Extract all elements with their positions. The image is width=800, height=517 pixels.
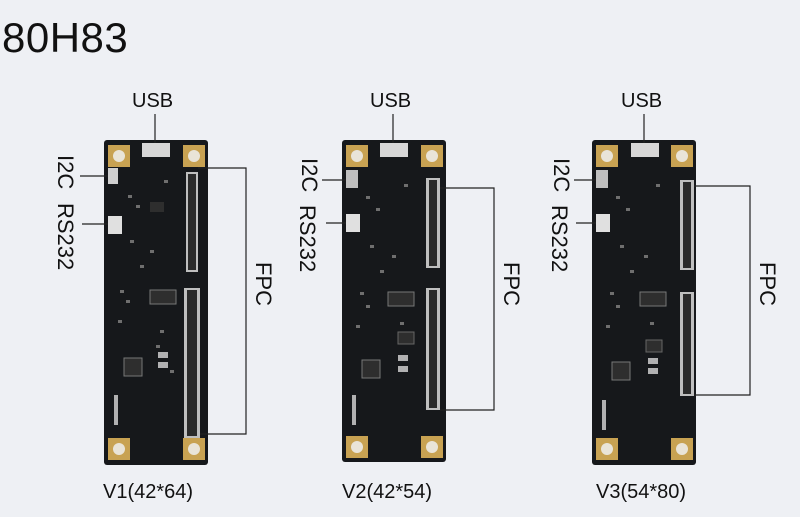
fpc-label-v1: FPC: [251, 262, 276, 306]
caption-v1: V1(42*64): [103, 481, 194, 503]
usb-label-v3: USB: [621, 90, 663, 112]
usb-label-v1: USB: [132, 90, 174, 112]
leader-lines: [80, 114, 751, 435]
usb-label-v2: USB: [370, 90, 412, 112]
rs232-label-v3: RS232: [547, 205, 572, 273]
page-title: 80H83: [2, 14, 129, 61]
i2c-label-v2: I2C: [297, 158, 322, 193]
caption-v2: V2(42*54): [342, 481, 433, 503]
board-v3: [592, 140, 696, 465]
rs232-label-v1: RS232: [53, 203, 78, 271]
board-v1: [104, 140, 208, 465]
fpc-label-v2: FPC: [499, 262, 524, 306]
caption-v3: V3(54*80): [596, 481, 687, 503]
rs232-label-v2: RS232: [295, 205, 320, 273]
i2c-label-v1: I2C: [53, 155, 78, 190]
fpc-label-v3: FPC: [755, 262, 780, 306]
board-v2: [342, 140, 446, 462]
i2c-label-v3: I2C: [549, 158, 574, 193]
